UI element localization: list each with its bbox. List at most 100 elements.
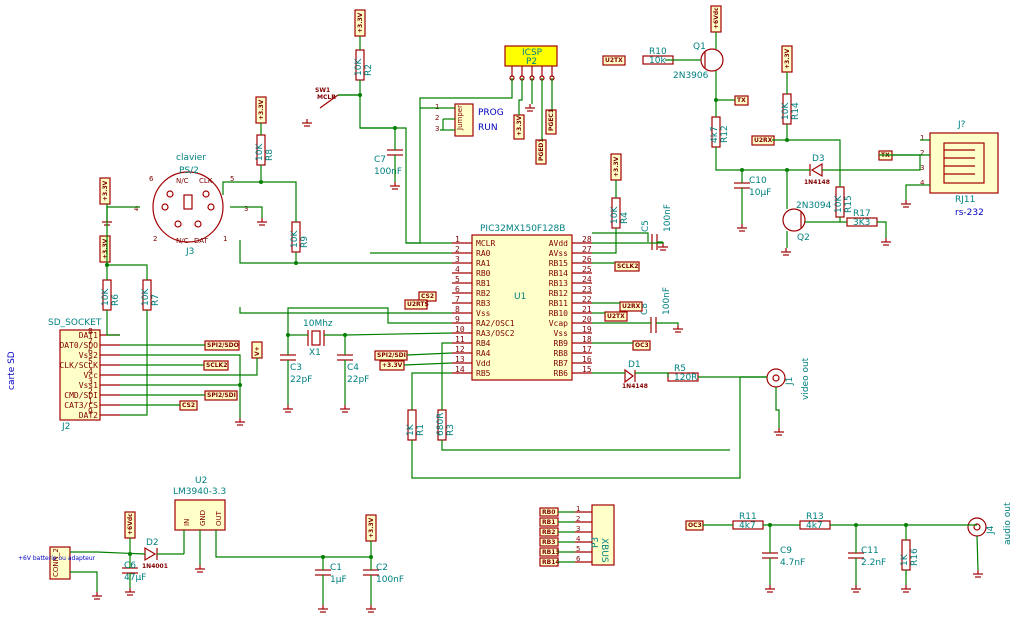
p3-pin-number: 2	[576, 515, 580, 523]
junction	[358, 93, 362, 97]
u1-pin-name: RB1	[476, 279, 491, 288]
resistor-value: 10K	[834, 195, 844, 213]
wire	[70, 571, 98, 592]
resistor-ref: R9	[300, 236, 310, 248]
capacitor-value: 2.2nF	[861, 558, 886, 568]
u1-pin-number: 28	[582, 235, 592, 244]
u1-pin-number: 15	[582, 365, 592, 374]
u1-pin-name: RB11	[549, 299, 568, 308]
resistor-value: 10K	[354, 58, 364, 76]
svg-text:1N4001: 1N4001	[142, 563, 168, 570]
u1-pin-name: RB4	[476, 339, 491, 348]
rj11-value: RJ11	[955, 195, 975, 205]
x1-crystal: 10Mhz X1	[303, 319, 333, 358]
p3-pin-number: 3	[576, 525, 580, 533]
capacitor-ref: C2	[376, 563, 388, 573]
resistor-value: 680R	[436, 413, 446, 436]
u1-pin-number: 14	[455, 365, 465, 374]
resistor-ref: R6	[111, 294, 121, 306]
svg-text:D2: D2	[146, 538, 159, 548]
j2-side-label: carte SD	[7, 351, 17, 390]
net-label: RB14	[542, 559, 560, 566]
power-flag-label: +3.3V	[784, 48, 791, 69]
svg-text:10Mhz: 10Mhz	[303, 319, 333, 329]
resistor-ref: R3	[446, 424, 456, 436]
u1-pin-number: 24	[582, 275, 592, 284]
power-flag-label: V+	[254, 346, 261, 356]
resistor-value: 10K	[255, 143, 265, 161]
capacitor-value: 100nF	[376, 575, 404, 585]
net-label-box	[632, 340, 651, 351]
resistor-ref: R12	[720, 125, 730, 143]
u1-pin-number: 19	[582, 325, 592, 334]
svg-text:Q2: Q2	[797, 233, 810, 243]
resistor-value: 1K	[900, 553, 910, 566]
q2-transistor: Q2 2N3094	[782, 201, 832, 243]
u1-pin-name: Vss	[554, 329, 569, 338]
junction	[904, 523, 908, 527]
j1-video-out: J1 video out	[766, 357, 811, 400]
j2-pin-number: 3	[88, 377, 93, 386]
prog-run-jumper: Jumper PROG RUN 1 2 3	[435, 103, 504, 137]
net-label: CS2	[421, 293, 434, 300]
u1-pin-number: 16	[582, 355, 592, 364]
svg-text:Q1: Q1	[693, 42, 706, 52]
net-label: SPI2/SDI	[207, 392, 236, 399]
svg-text:OUT: OUT	[215, 510, 223, 526]
u1-pin-name: RA1	[476, 259, 491, 268]
junction	[128, 552, 132, 556]
u1-pin-number: 26	[582, 255, 592, 264]
svg-text:J1: J1	[785, 377, 795, 386]
junction	[785, 168, 789, 172]
p2-ref: P2	[526, 57, 537, 67]
u1-pin-name: AVdd	[549, 239, 568, 248]
wire	[635, 372, 669, 377]
j2-pin-name: CLK/SCLK	[59, 361, 98, 370]
svg-text:N/C: N/C	[176, 177, 189, 185]
j2-pin-name: DAT0/SDO	[59, 341, 98, 350]
junction	[714, 98, 718, 102]
net-label: CS2	[182, 402, 195, 409]
wire	[230, 206, 263, 218]
j3-ref: J3	[185, 247, 194, 257]
capacitor-value: 22pF	[290, 375, 312, 385]
resistor-ref: R15	[844, 195, 854, 213]
svg-text:6: 6	[149, 175, 154, 183]
j2-pin-name: DAT1	[79, 331, 98, 340]
j2-pin-name: CMD/SDI	[64, 391, 98, 400]
u1-pin-name: RB7	[554, 359, 569, 368]
wire	[518, 78, 523, 115]
resistor-ref: R13	[806, 512, 824, 522]
wire	[120, 310, 148, 416]
net-label-box	[619, 301, 643, 312]
wire	[411, 377, 741, 479]
u1-pin-name: RB8	[554, 349, 569, 358]
jumper-prog-label: PROG	[478, 108, 504, 118]
capacitor-ref: C9	[780, 546, 792, 556]
j3-title: clavier	[176, 153, 206, 163]
wire	[406, 352, 453, 356]
u1-pin-name: RB12	[549, 289, 568, 298]
jumper-run-label: RUN	[478, 123, 498, 133]
capacitor-value: 4.7nF	[780, 558, 805, 568]
conn2-note: +6V batterie ou adapteur	[18, 555, 96, 562]
power-flag-label: +3.3V	[102, 238, 109, 259]
u1-pin-name: RA4	[476, 349, 491, 358]
wire	[70, 551, 146, 555]
u1-pin-number: 8	[455, 305, 460, 314]
j2-pin-number: 9	[88, 407, 93, 416]
j2-pin-number: 1	[88, 397, 93, 406]
j2-pin-number: 4	[88, 367, 93, 376]
u1-pin-number: 23	[582, 285, 592, 294]
u1-pin-name: RB0	[476, 269, 491, 278]
j2-ref: J2	[61, 422, 70, 432]
wire	[715, 147, 743, 183]
net-label-box	[602, 55, 626, 66]
p2-value: ICSP	[522, 48, 543, 58]
power-flag-label: PGED1	[538, 138, 545, 161]
j2-value: SD_SOCKET	[48, 318, 102, 328]
j2-sd-socket: SD_SOCKET J2 carte SD 8DAT17DAT0/SDO6Vss…	[7, 318, 120, 432]
u1-pin-number: 2	[455, 245, 460, 254]
wire	[215, 530, 371, 558]
power-flag-label: +3.3V	[258, 99, 265, 120]
